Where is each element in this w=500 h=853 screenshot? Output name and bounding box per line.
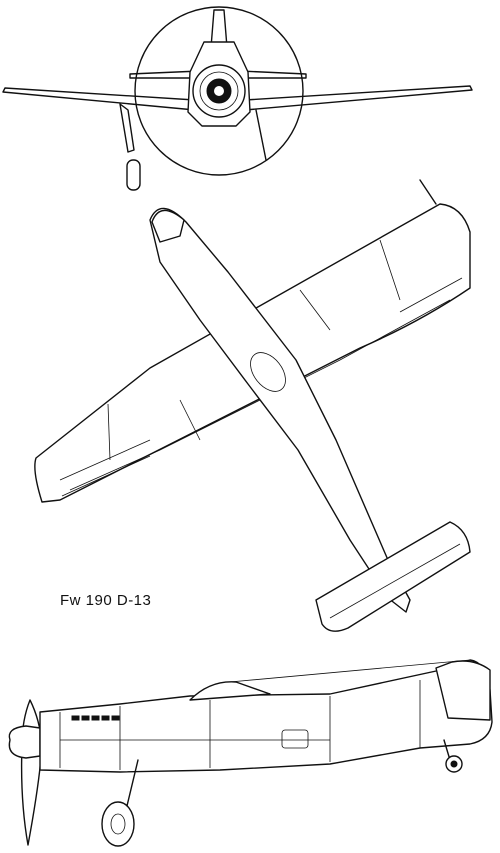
plan-fuselage (149, 207, 411, 613)
side-view (8, 659, 493, 847)
side-canopy (189, 681, 271, 701)
plan-tail (315, 521, 471, 632)
plan-view (34, 179, 471, 632)
front-view (2, 6, 473, 191)
side-access-panel (281, 729, 309, 749)
front-right-wing (244, 85, 473, 111)
side-fuselage (39, 659, 493, 773)
propeller-disc (134, 6, 304, 176)
front-landing-gear-left (119, 103, 135, 153)
side-spinner (8, 725, 41, 759)
side-propeller (20, 699, 43, 846)
side-landing-gear (125, 759, 139, 811)
aircraft-designation-caption: Fw 190 D-13 (60, 592, 152, 609)
plan-cockpit (250, 352, 286, 392)
front-left-wing (2, 87, 196, 111)
